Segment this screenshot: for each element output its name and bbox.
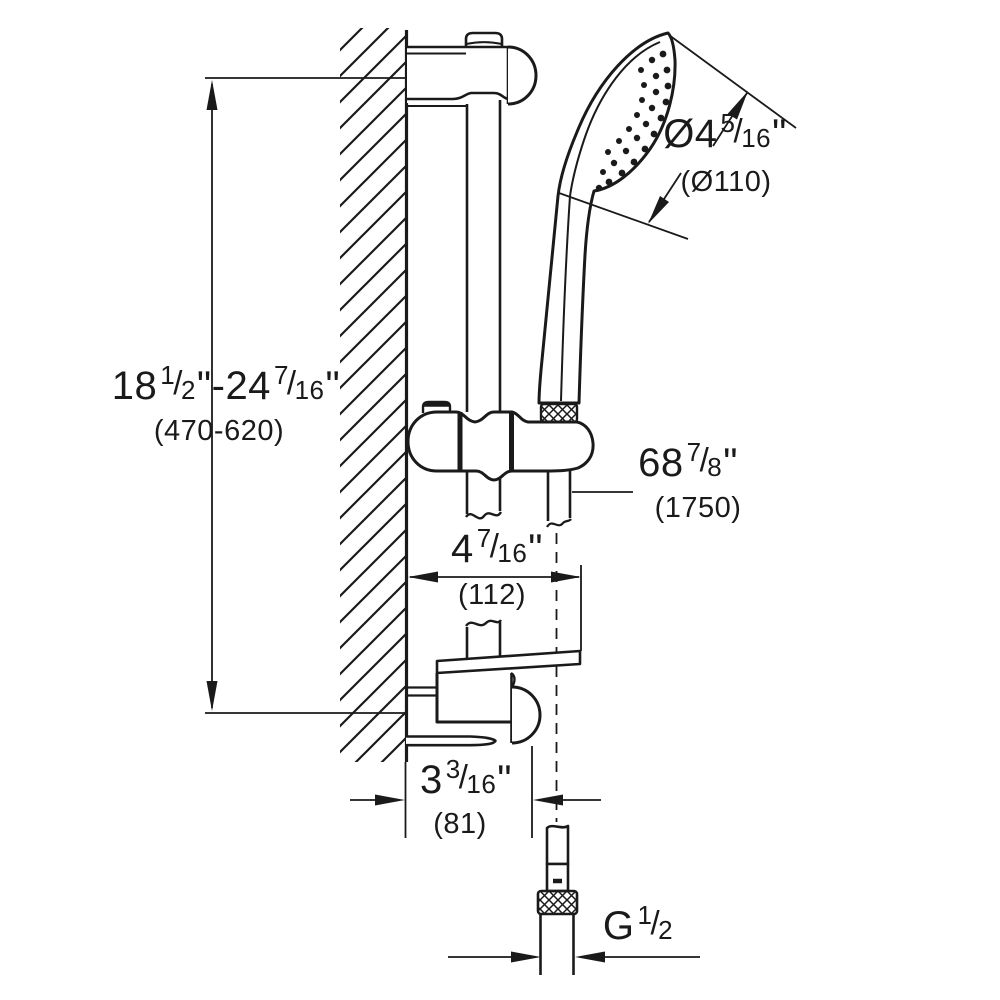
hand-shower xyxy=(537,31,677,405)
bottom-bracket-dome xyxy=(511,685,542,745)
dim-bar-width xyxy=(408,565,582,651)
slider-body xyxy=(406,410,595,482)
arrow-up xyxy=(206,80,218,110)
dimension-head-diameter-metric: (Ø110) xyxy=(680,166,772,198)
arrow-right xyxy=(551,571,581,583)
hose-break-wave xyxy=(546,518,572,528)
hose-connector xyxy=(536,824,579,975)
shower-rail-lower xyxy=(465,619,502,658)
bottom-bracket-body xyxy=(435,673,511,724)
shower-hose-upper xyxy=(546,471,572,822)
arrow-left xyxy=(408,571,438,583)
dim-height-range xyxy=(205,77,406,714)
connector-lower-segment xyxy=(545,862,570,893)
bracket-cap-button xyxy=(464,31,504,47)
spray-face-dots xyxy=(595,50,672,192)
dim-head-diameter xyxy=(558,34,797,240)
wall-hatching xyxy=(340,28,406,762)
connector-upper-segment xyxy=(545,824,570,866)
dim-thread xyxy=(448,951,700,963)
slider-holder xyxy=(406,400,595,482)
soap-dish-shelf xyxy=(435,649,582,675)
shower-hose-end xyxy=(539,914,575,975)
dim-wall-offset xyxy=(350,746,601,838)
arrow-upper xyxy=(727,91,748,120)
bracket-dome-end xyxy=(507,45,538,106)
bottom-mounting-bracket xyxy=(406,649,582,747)
ext-line-upper xyxy=(668,34,797,129)
arrow-toward-dome xyxy=(533,794,563,806)
arrow-left xyxy=(511,951,541,963)
arrow-down xyxy=(206,681,218,711)
rail-break-wave xyxy=(465,511,503,520)
dimension-height-range-metric: (470-620) xyxy=(153,415,285,447)
arrow-right xyxy=(575,951,605,963)
handle-knurl-band xyxy=(539,402,579,424)
rail-break-wave-lower xyxy=(465,619,502,627)
shower-rail-upper xyxy=(465,100,502,412)
dimension-hose-length-metric: (1750) xyxy=(654,492,742,524)
wall-section xyxy=(340,28,409,762)
shower-head-outline xyxy=(537,31,677,405)
dimension-bar-width-metric: (112) xyxy=(457,579,527,611)
top-mounting-bracket xyxy=(406,31,538,107)
shower-head-inner-line xyxy=(560,41,661,402)
bottom-bracket-bar xyxy=(406,735,497,747)
dimension-wall-offset-metric: (81) xyxy=(433,808,487,840)
arrow-lower xyxy=(648,196,669,224)
connector-knurl-nut xyxy=(536,889,579,916)
ext-line-lower xyxy=(558,192,689,240)
arrow-toward-wall xyxy=(375,794,405,806)
